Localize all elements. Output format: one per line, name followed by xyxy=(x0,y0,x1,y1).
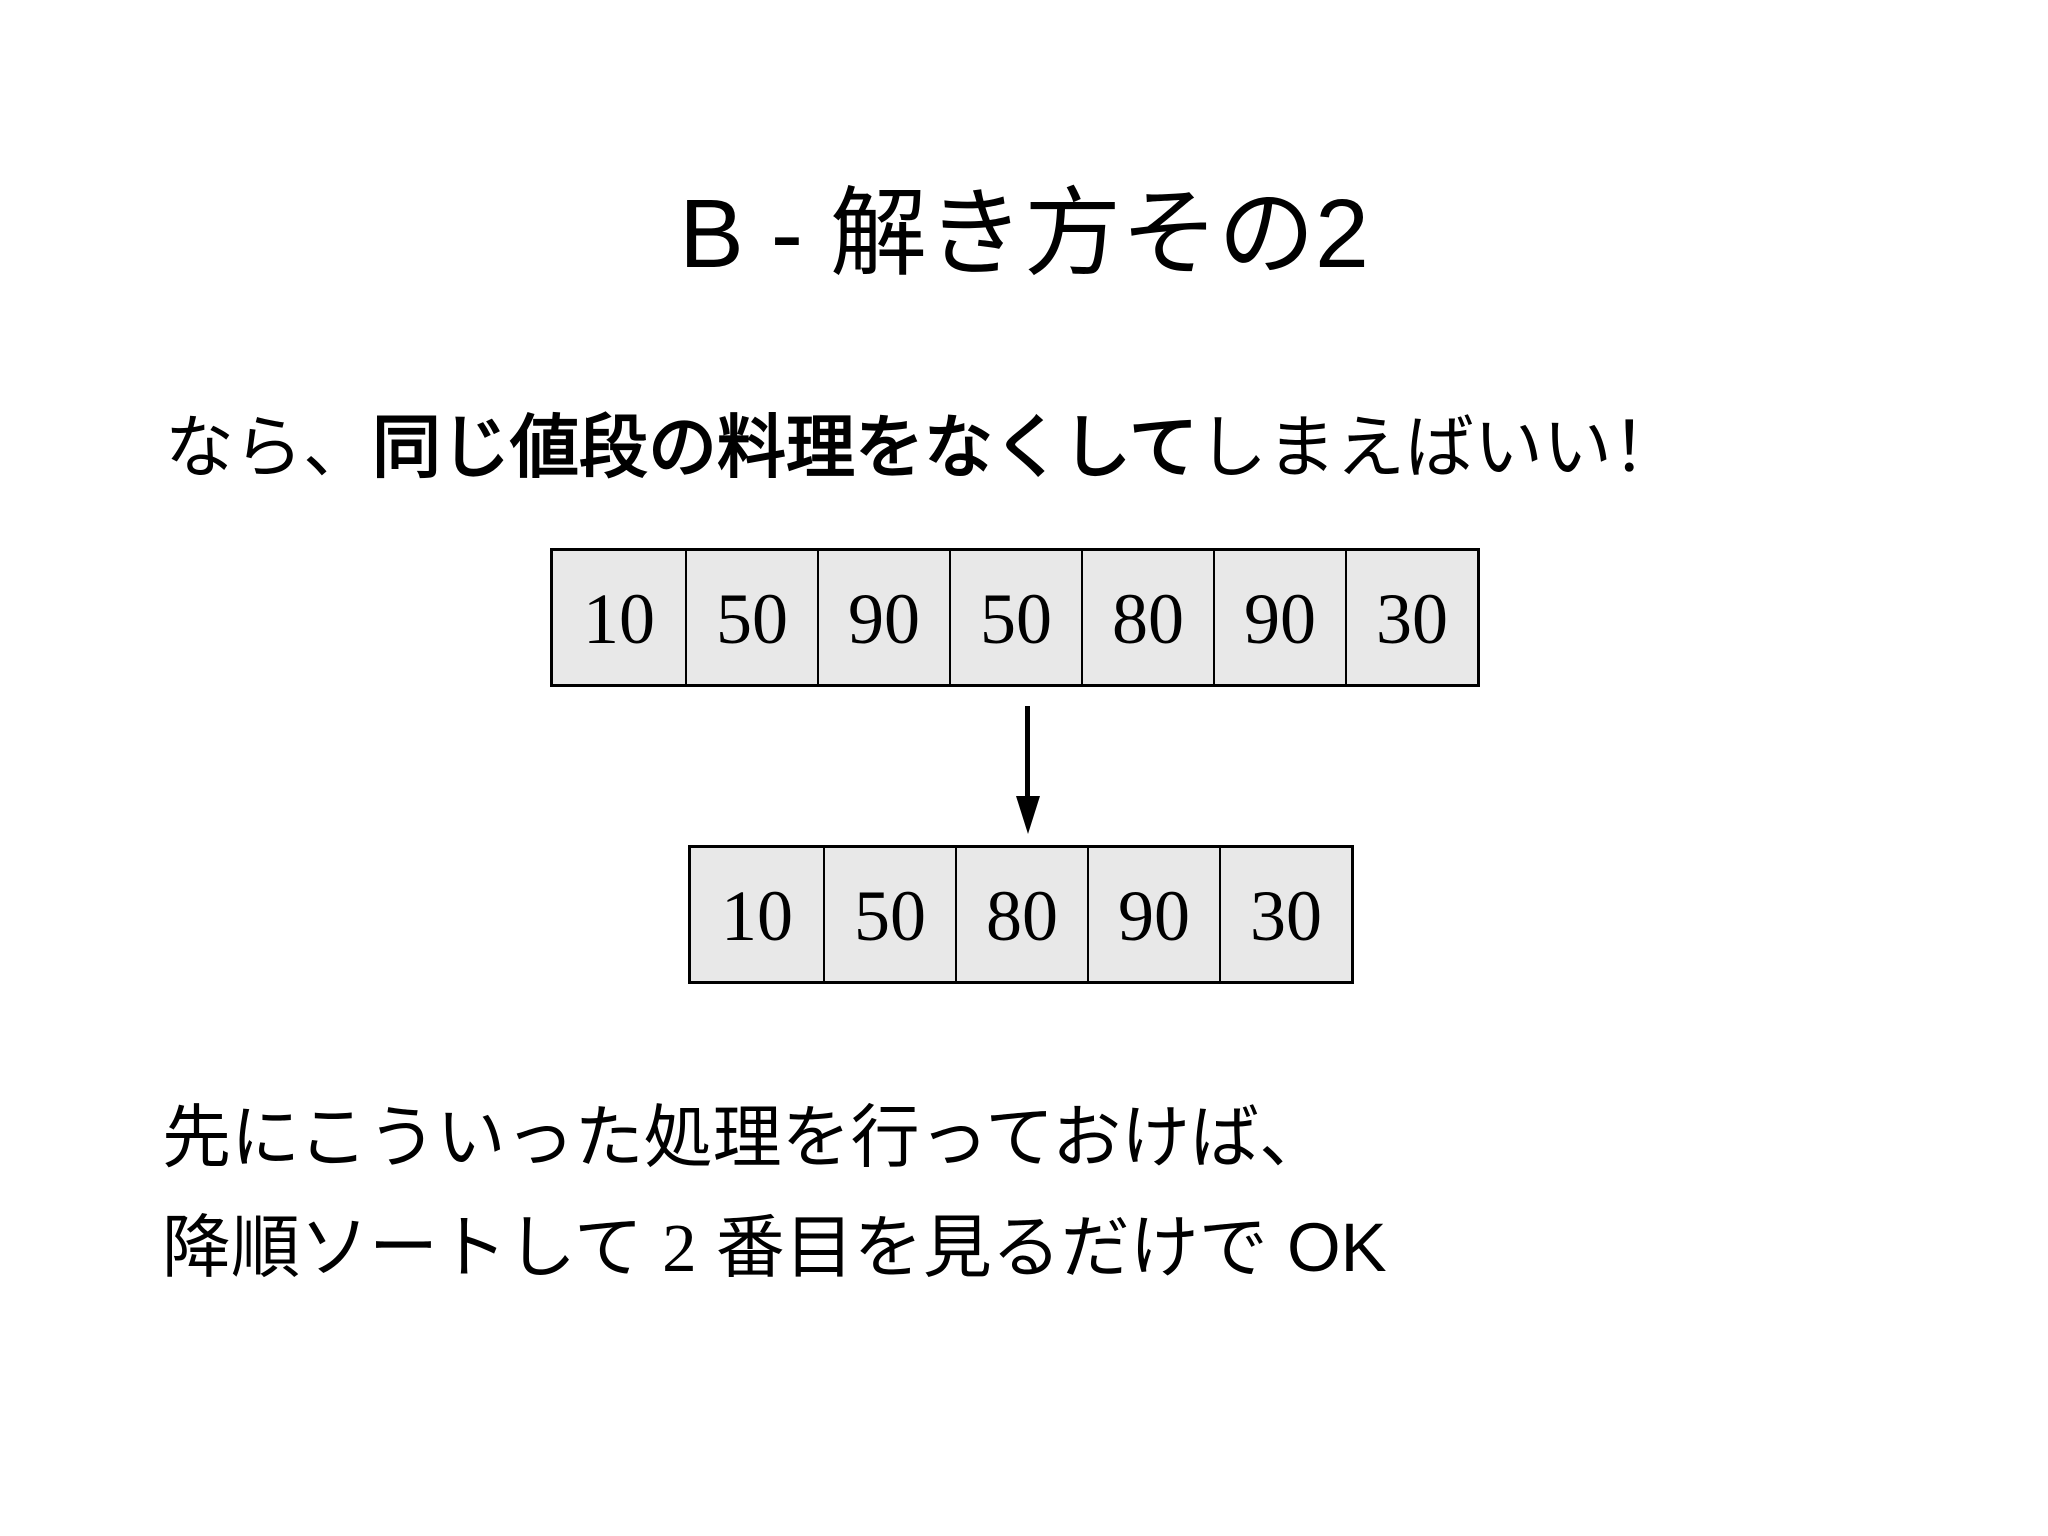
array-after-cell: 30 xyxy=(1219,848,1351,981)
array-before-cell: 50 xyxy=(949,551,1081,684)
outro-line1: 先にこういった処理を行っておけば、 xyxy=(162,1099,1329,1176)
outro-line2: 降順ソートして 2 番目を見るだけで OK xyxy=(162,1193,1387,1303)
outro-line2-mid: 番目を見るだけで xyxy=(696,1209,1287,1286)
array-after-cell: 90 xyxy=(1087,848,1219,981)
down-arrow-head-icon xyxy=(1016,796,1040,834)
intro-post: しまえばいい！ xyxy=(1197,409,1681,486)
intro-pre: なら、 xyxy=(165,409,372,486)
down-arrow-icon xyxy=(1025,706,1030,798)
intro-bold: 同じ値段の料理をなくして xyxy=(372,409,1198,486)
array-before-cell: 10 xyxy=(553,551,685,684)
intro-sentence: なら、同じ値段の料理をなくしてしまえばいい！ xyxy=(165,413,1681,482)
slide-title: B - 解き方その2 xyxy=(679,179,1369,288)
outro-line2-ok: OK xyxy=(1286,1209,1387,1286)
array-before-cell: 30 xyxy=(1345,551,1477,684)
array-after-cell: 80 xyxy=(955,848,1087,981)
array-before-cell: 90 xyxy=(1213,551,1345,684)
array-after-cell: 50 xyxy=(823,848,955,981)
outro-line2-number: 2 xyxy=(662,1210,697,1286)
array-before-cell: 50 xyxy=(685,551,817,684)
outro-line2-pre: 降順ソートして xyxy=(162,1209,663,1286)
array-before-cell: 80 xyxy=(1081,551,1213,684)
array-after-cell: 10 xyxy=(691,848,823,981)
outro-text: 先にこういった処理を行っておけば、 降順ソートして 2 番目を見るだけで OK xyxy=(162,1083,1387,1303)
array-before-cell: 90 xyxy=(817,551,949,684)
